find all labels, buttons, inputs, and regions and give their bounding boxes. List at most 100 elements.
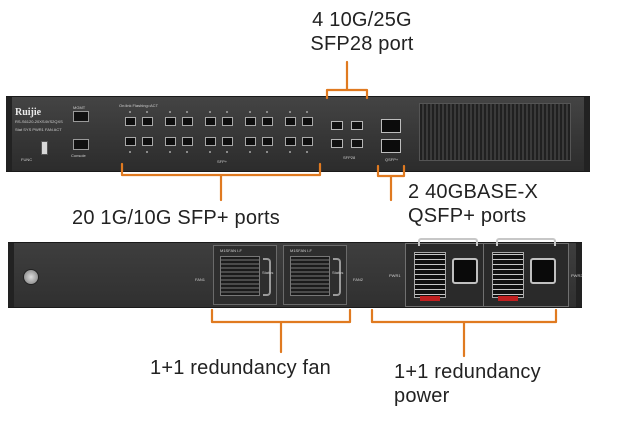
sfp-plus-port-9 <box>205 117 216 126</box>
sfp28-port-4 <box>351 139 363 148</box>
port-led <box>289 111 291 113</box>
sfp28-group-label: SFP28 <box>343 155 356 160</box>
sfp-plus-port-12 <box>222 137 233 146</box>
sfp-plus-port-4 <box>142 137 153 146</box>
port-led <box>129 151 131 153</box>
rear-left-ear <box>8 243 14 307</box>
sfp-plus-port-17 <box>285 117 296 126</box>
fan-status-label: Status <box>332 270 344 275</box>
sfp28-port-1 <box>331 121 343 130</box>
sfp-plus-port-2 <box>125 137 136 146</box>
console-port <box>73 139 89 150</box>
func-label: FUNC <box>21 157 33 162</box>
psu2-slot-label: PWR2 <box>571 273 583 278</box>
psu-bracket <box>370 308 558 358</box>
fan-grill-icon <box>290 256 330 296</box>
sfp-plus-port-5 <box>165 117 176 126</box>
psu-logo <box>420 296 440 301</box>
port-led <box>186 151 188 153</box>
power-supply-2 <box>483 238 569 307</box>
port-led <box>146 151 148 153</box>
port-led <box>266 111 268 113</box>
sfp28-callout-line1: 4 10G/25G <box>312 9 412 31</box>
fan2-slot-label: FAN2 <box>353 277 364 282</box>
fan-module-1-model: M1SFAN I-F <box>220 248 243 253</box>
sfp-callout: 20 1G/10G SFP+ ports <box>72 206 312 230</box>
port-led <box>306 111 308 113</box>
sfp-plus-port-11 <box>222 117 233 126</box>
qsfp-port-2 <box>381 139 401 153</box>
fan-status-label: Status <box>262 270 274 275</box>
psu-callout-line2: power <box>394 385 450 407</box>
qsfp-callout: 2 40GBASE-X QSFP+ ports <box>408 180 568 228</box>
sfp-plus-port-8 <box>182 137 193 146</box>
front-right-ear <box>584 97 590 171</box>
usb-port <box>41 141 48 155</box>
psu1-slot-label: PWR1 <box>389 273 401 278</box>
port-led <box>146 111 148 113</box>
psu-handle <box>418 238 478 246</box>
sfp-plus-port-16 <box>262 137 273 146</box>
sfp-plus-port-1 <box>125 117 136 126</box>
mgmt-port <box>73 111 89 122</box>
sfp-plus-port-6 <box>165 137 176 146</box>
sfp28-port-3 <box>351 121 363 130</box>
sfp-plus-port-19 <box>302 117 313 126</box>
power-supply-1 <box>405 238 491 307</box>
fan-callout: 1+1 redundancy fan <box>150 356 370 380</box>
sfp-plus-port-3 <box>142 117 153 126</box>
sfp28-bracket <box>325 60 369 100</box>
front-left-ear <box>6 97 12 171</box>
rear-right-ear <box>576 243 582 307</box>
port-led <box>289 151 291 153</box>
sfp-plus-port-15 <box>262 117 273 126</box>
ground-screw <box>23 269 39 285</box>
sfp28-callout: 4 10G/25G SFP28 port <box>302 8 422 56</box>
fan-callout-text: 1+1 redundancy fan <box>150 357 331 379</box>
led-legend: On:link Flashing=ACT <box>119 103 159 108</box>
sfp-group-label: SFP+ <box>217 159 228 164</box>
fan-bracket <box>210 308 352 354</box>
port-led <box>186 111 188 113</box>
fan-module-2-model: M1SFAN I-F <box>290 248 313 253</box>
port-led <box>209 151 211 153</box>
psu-handle <box>496 238 556 246</box>
fan-handle <box>263 258 271 296</box>
sfp-plus-port-10 <box>205 137 216 146</box>
fan-handle <box>333 258 341 296</box>
fan1-slot-label: FAN1 <box>195 277 206 282</box>
port-led <box>266 151 268 153</box>
port-led <box>169 111 171 113</box>
port-led <box>249 111 251 113</box>
front-panel: Ruijie RS-S6120-20XS4VS2QXS Stat SYS PWR… <box>6 96 590 172</box>
port-led <box>249 151 251 153</box>
qsfp-callout-line2: QSFP+ ports <box>408 205 527 227</box>
sfp28-callout-line2: SFP28 port <box>310 33 414 55</box>
status-leds-label: Stat SYS PWR1 FAN ACT <box>15 127 62 132</box>
port-led <box>209 111 211 113</box>
console-label: Console <box>71 153 86 158</box>
psu-callout: 1+1 redundancy power <box>394 360 574 408</box>
sfp-plus-port-13 <box>245 117 256 126</box>
fan-grill-icon <box>220 256 260 296</box>
port-led <box>169 151 171 153</box>
sfp-callout-text: 20 1G/10G SFP+ ports <box>72 207 280 229</box>
psu-logo <box>498 296 518 301</box>
qsfp-callout-line1: 2 40GBASE-X <box>408 181 539 203</box>
front-vent <box>419 103 571 161</box>
port-led <box>306 151 308 153</box>
sfp-plus-port-7 <box>182 117 193 126</box>
sfp-plus-port-14 <box>245 137 256 146</box>
psu-callout-line1: 1+1 redundancy <box>394 361 541 383</box>
power-inlet-icon <box>452 258 478 284</box>
psu-grill-icon <box>492 252 524 298</box>
model-label: RS-S6120-20XS4VS2QXS <box>15 119 63 124</box>
sfp28-port-2 <box>331 139 343 148</box>
qsfp-group-label: QSFP+ <box>385 157 399 162</box>
brand-logo: Ruijie <box>15 107 42 118</box>
port-led <box>226 111 228 113</box>
mgmt-label: MGMT <box>73 105 86 110</box>
port-led <box>226 151 228 153</box>
qsfp-port-1 <box>381 119 401 133</box>
fan-module-2: M1SFAN I-F Status <box>283 245 347 305</box>
